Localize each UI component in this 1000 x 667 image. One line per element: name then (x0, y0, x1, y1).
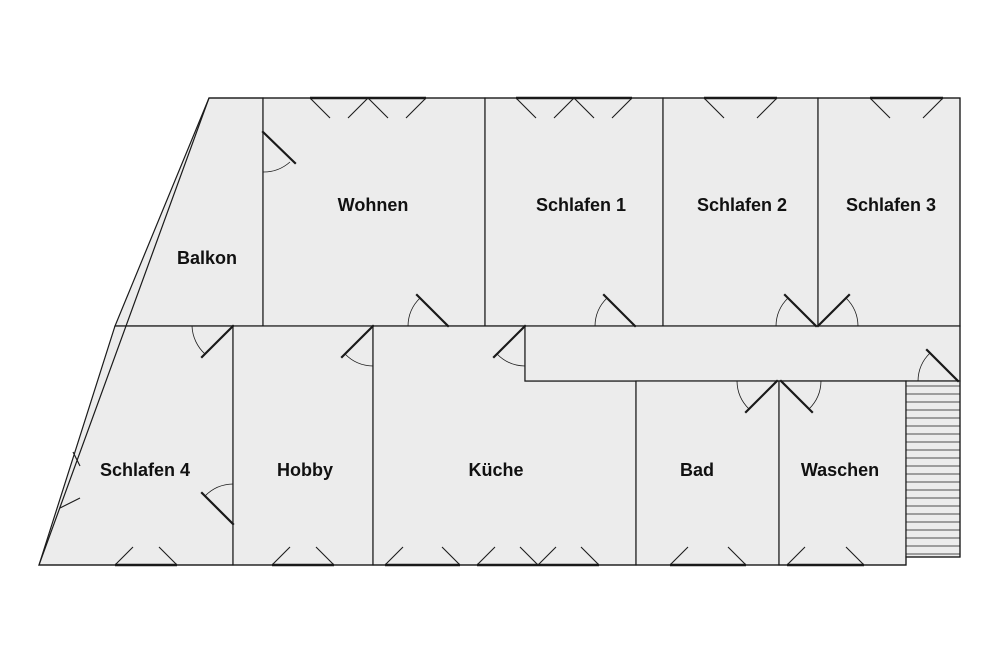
door-schlafen1 (594, 293, 637, 328)
schlafen3-area (817, 97, 961, 327)
hallway-area (524, 325, 961, 382)
bad-area (635, 380, 780, 566)
room-labels: Balkon Wohnen Schlafen 1 Schlafen 2 Schl… (100, 195, 936, 480)
door-bad (736, 379, 779, 414)
door-stairs (917, 348, 960, 383)
room-areas (38, 97, 961, 566)
door-schlafen4-side (200, 483, 235, 526)
window-schlafen4-2 (59, 451, 81, 509)
balkon-area (114, 97, 264, 327)
room-label-hobby: Hobby (277, 460, 333, 480)
wohnen-area (262, 97, 486, 327)
schlafen4-area (38, 325, 234, 566)
door-schlafen4-top (191, 324, 235, 359)
door-schlafen2 (775, 293, 818, 328)
doors (191, 130, 960, 526)
door-schlafen3 (816, 293, 859, 328)
room-label-kueche: Küche (468, 460, 523, 480)
stair-area (905, 380, 961, 558)
room-label-schlafen2: Schlafen 2 (697, 195, 787, 215)
staircase (906, 385, 960, 555)
door-waschen (779, 379, 822, 414)
room-label-schlafen1: Schlafen 1 (536, 195, 626, 215)
room-label-wohnen: Wohnen (338, 195, 409, 215)
schlafen1-area (484, 97, 664, 327)
door-wohnen-balkon (261, 130, 297, 173)
room-label-waschen: Waschen (801, 460, 879, 480)
room-label-schlafen3: Schlafen 3 (846, 195, 936, 215)
room-label-bad: Bad (680, 460, 714, 480)
room-label-schlafen4: Schlafen 4 (100, 460, 190, 480)
door-wohnen (407, 293, 450, 328)
door-kueche (492, 324, 527, 367)
hobby-area (232, 325, 374, 566)
door-hobby (340, 324, 375, 367)
outer-walls (38, 97, 961, 566)
room-label-balkon: Balkon (177, 248, 237, 268)
